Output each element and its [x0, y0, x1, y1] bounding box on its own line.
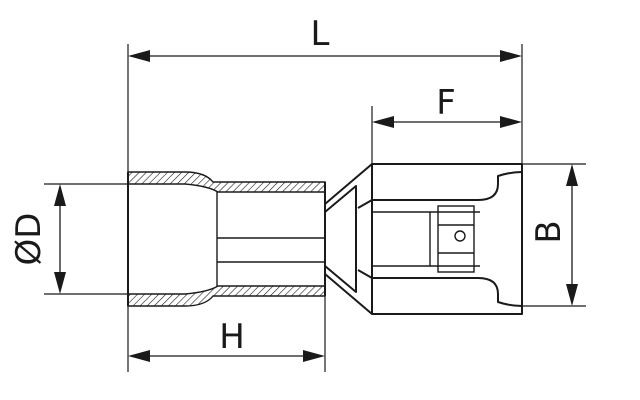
- label-d: ØD: [9, 213, 49, 266]
- dimension-f: F: [372, 83, 522, 128]
- dimension-b: B: [529, 164, 578, 306]
- crimp-neck: [324, 163, 373, 315]
- sleeve-top-wall: [127, 171, 326, 193]
- receptacle-body: [357, 163, 523, 315]
- dimension-l: L: [128, 14, 522, 62]
- dimension-h: H: [128, 317, 325, 362]
- label-h: H: [219, 317, 245, 357]
- label-b: B: [529, 220, 569, 243]
- dimension-d: ØD: [9, 184, 66, 294]
- label-f: F: [436, 83, 456, 123]
- extension-lines: [44, 44, 586, 372]
- insulation-sleeve: [127, 171, 326, 307]
- label-l: L: [311, 14, 330, 54]
- dimple-circle: [454, 230, 466, 242]
- sleeve-bottom-wall: [127, 285, 326, 307]
